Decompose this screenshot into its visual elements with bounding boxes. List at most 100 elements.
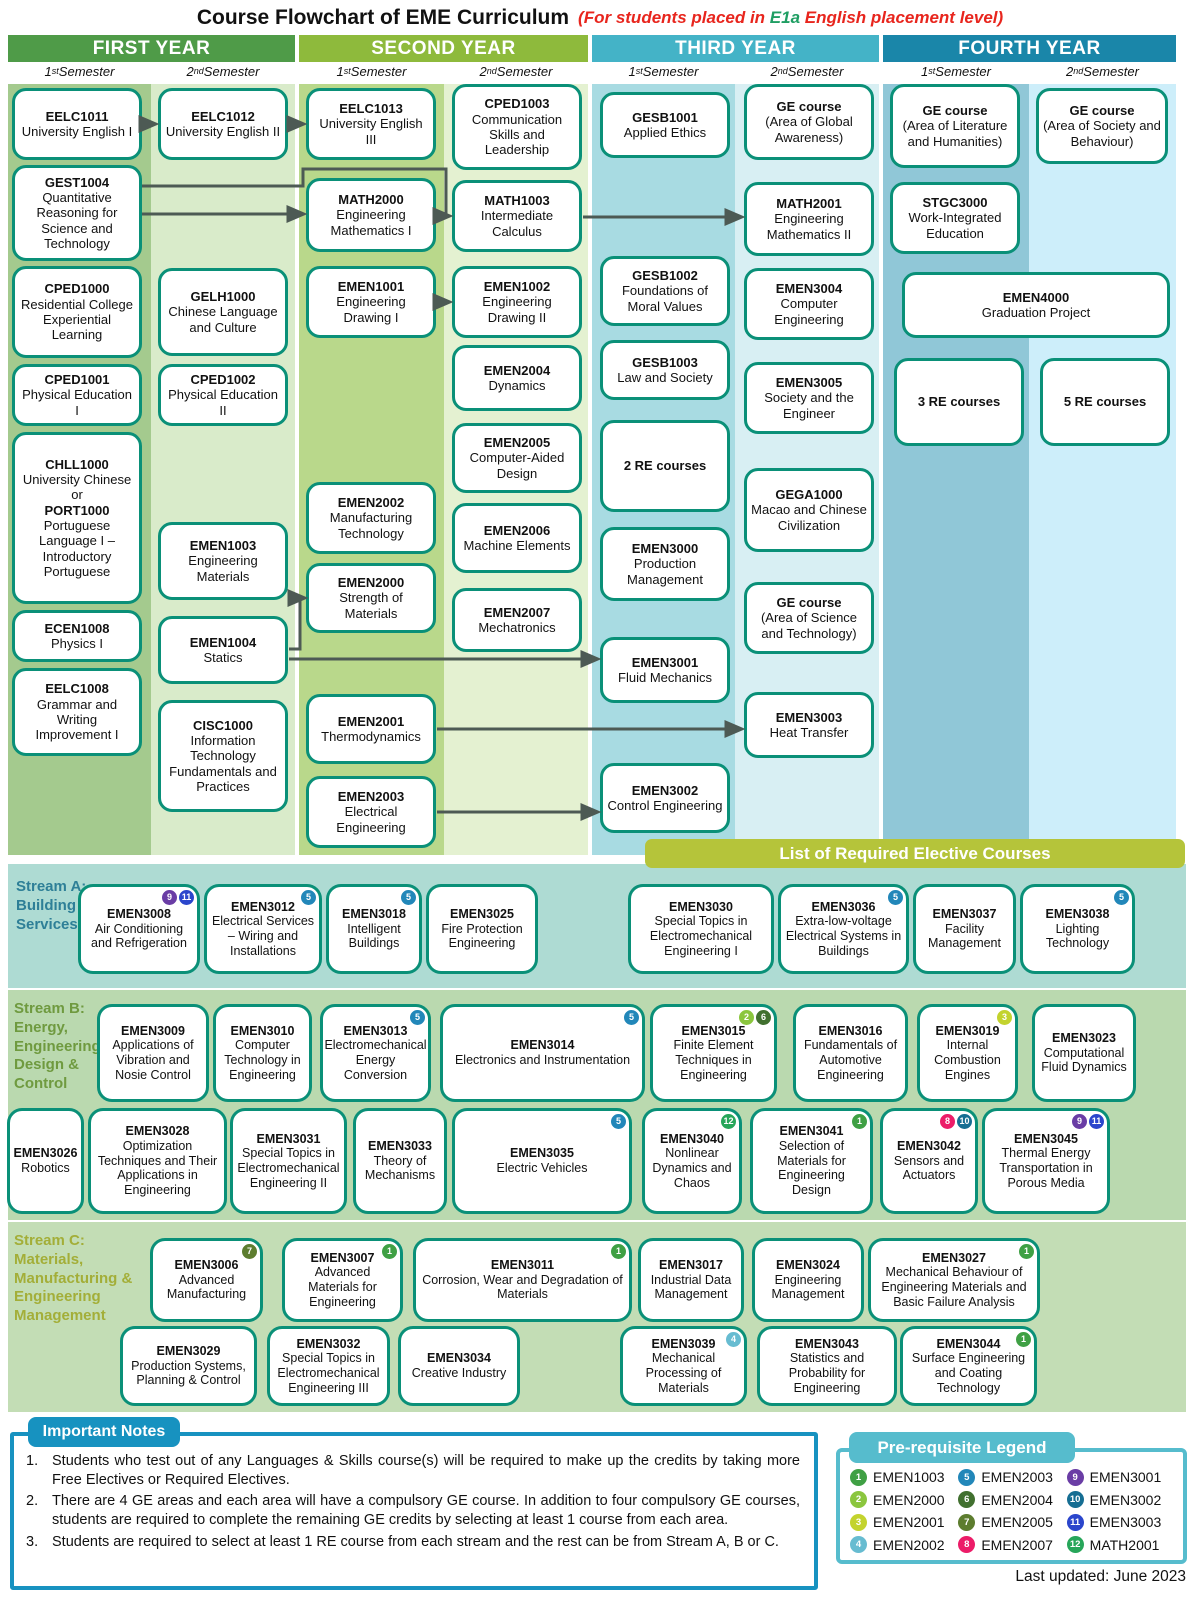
course-box: 2 RE courses [600,420,730,512]
legend-number-icon: 9 [1066,1468,1084,1486]
course-name: Portuguese Language I – Introductory Por… [39,518,115,579]
course-name: (Area of Society and Behaviour) [1043,118,1161,149]
course-code: EMEN3029 [156,1343,221,1358]
course-name: Mechanical Behaviour of Engineering Mate… [881,1265,1027,1309]
course-code: EMEN3000 [631,541,699,556]
course-name: Physical Education II [168,387,278,418]
course-name: (Area of Science and Technology) [760,610,858,641]
course-name: Fundamentals of Automotive Engineering [803,1038,898,1082]
course-name: Industrial Data Management [650,1272,732,1302]
course-code: EELC1012 [191,108,255,124]
course-code: EMEN3023 [1052,1030,1116,1045]
legend-course-code: MATH2001 [1089,1536,1160,1553]
course-name: Physics I [50,636,103,651]
course-name: Engineering Mathematics II [766,211,852,242]
course-name: Applications of Vibration and Nosie Cont… [112,1038,194,1082]
course-name: Electrical Services – Wiring and Install… [211,914,315,958]
course-code: EMEN2007 [483,604,551,620]
course-name: University English I [21,124,133,139]
legend-course-code: EMEN2001 [873,1514,945,1531]
legend-number-icon: 7 [958,1513,976,1531]
course-code: GELH1000 [190,289,256,304]
course-box: GE course(Area of Society and Behaviour) [1036,88,1168,164]
course-code: EMEN3032 [296,1336,361,1351]
legend-number-icon: 3 [850,1513,867,1531]
course-code: EELC1011 [45,108,109,124]
course-code: EMEN3012 [231,899,295,914]
note-text: Students who test out of any Languages &… [52,1453,800,1489]
course-name: Facility Management [928,921,1001,951]
course-name: Law and Society [617,370,713,385]
course-code: EMEN1004 [189,634,257,650]
prereq-badge-10: 10 [957,1114,972,1129]
course-code: EMEN3024 [776,1257,840,1272]
legend-number-icon: 2 [850,1491,867,1509]
course-name: Computer-Aided Design [469,450,565,481]
course-name: Corrosion, Wear and Degradation of Mater… [422,1272,623,1302]
course-code: EELC1008 [45,681,109,697]
note-number: 3. [26,1533,39,1550]
course-name: Surface Engineering and Coating Technolo… [911,1351,1026,1395]
stream-label-line: Design & [14,1056,80,1074]
elective-courses-banner: List of Required Elective Courses [645,839,1185,868]
course-name: Thermal Energy Transportation in Porous … [999,1146,1093,1190]
title-note-highlight: E1a [769,8,801,27]
course-code: EMEN3044 [936,1336,1001,1351]
course-name: Chinese Language and Culture [168,304,278,335]
title-note-suffix: English placement level) [800,8,1004,27]
course-code: EMEN3042 [897,1138,961,1153]
course-code: EMEN3030 [669,899,733,914]
legend-number-icon: 10 [1066,1491,1084,1509]
prereq-badge-5: 5 [611,1114,626,1129]
course-code: EMEN3040 [660,1131,724,1146]
course-code: EMEN3003 [775,709,843,725]
course-code: EMEN3005 [775,375,843,390]
course-name: Mechatronics [478,620,556,635]
year-header-3: THIRD YEAR [592,35,879,62]
course-name: Work-Integrated Education [908,210,1002,241]
course-name: Computer Engineering [774,296,844,327]
course-code: EMEN3008 [107,906,171,921]
course-code: EMEN3014 [510,1038,575,1053]
course-code: EMEN1003 [189,538,257,553]
course-code: EMEN4000 [1002,289,1070,305]
course-box: 3 RE courses [894,358,1024,446]
course-name: Communication Skills and Leadership [471,111,563,158]
course-code: EMEN3007 [310,1250,375,1265]
course-code: 3 RE courses [917,394,1001,410]
note-text: There are 4 GE areas and each area will … [52,1493,800,1529]
course-code: GE course [776,99,842,114]
prereq-badge-1: 1 [852,1114,867,1129]
course-name: Information Technology Fundamentals and … [169,733,277,794]
